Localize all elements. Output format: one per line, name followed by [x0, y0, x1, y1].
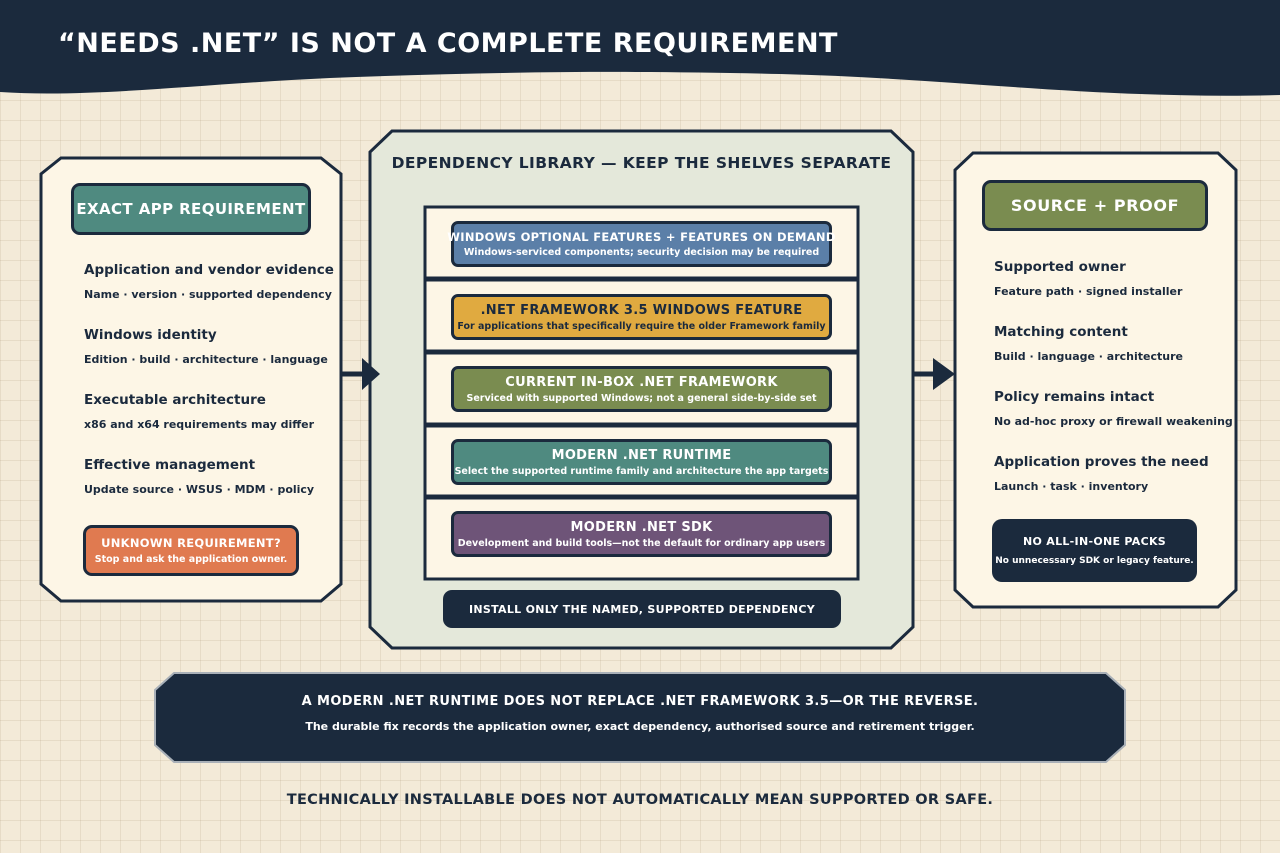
right-item-heading: Policy remains intact [994, 389, 1155, 405]
warning-sub: No unnecessary SDK or legacy feature. [995, 556, 1194, 566]
shelf-title: MODERN .NET SDK [570, 519, 713, 535]
right-item-sub: No ad-hoc proxy or firewall weakening [994, 415, 1233, 428]
right-item-sub: Build · language · architecture [994, 350, 1183, 363]
shelf-desc: For applications that specifically requi… [457, 320, 826, 332]
shelf-title: MODERN .NET RUNTIME [551, 447, 732, 463]
shelf-desc: Select the supported runtime family and … [454, 465, 829, 477]
warning-sub: Stop and ask the application owner. [94, 554, 288, 565]
shelf-desc: Serviced with supported Windows; not a g… [466, 392, 817, 404]
banner-title: A MODERN .NET RUNTIME DOES NOT REPLACE .… [301, 694, 979, 709]
right-item-heading: Supported owner [994, 259, 1126, 275]
unknown-requirement-warning: UNKNOWN REQUIREMENT? Stop and ask the ap… [83, 525, 299, 576]
left-item-heading: Windows identity [84, 327, 217, 343]
warning-title: UNKNOWN REQUIREMENT? [101, 536, 281, 550]
badge-label: EXACT APP REQUIREMENT [76, 200, 306, 218]
shelf-title: CURRENT IN-BOX .NET FRAMEWORK [505, 374, 778, 390]
shelf-current-inbox-framework: CURRENT IN-BOX .NET FRAMEWORK Serviced w… [451, 366, 832, 412]
banner-subtitle: The durable fix records the application … [305, 720, 975, 733]
left-item-heading: Application and vendor evidence [84, 262, 334, 278]
source-proof-badge: SOURCE + PROOF [982, 180, 1208, 231]
shelf-desc: Development and build tools—not the defa… [457, 537, 826, 549]
right-item-sub: Feature path · signed installer [994, 285, 1183, 298]
header-background [0, 0, 1280, 96]
page-title: “NEEDS .NET” IS NOT A COMPLETE REQUIREME… [58, 28, 838, 59]
shelf-net-framework-35: .NET FRAMEWORK 3.5 WINDOWS FEATURE For a… [451, 294, 832, 340]
right-panel [953, 151, 1238, 609]
left-item-sub: Update source · WSUS · MDM · policy [84, 483, 315, 496]
footer-note: TECHNICALLY INSTALLABLE DOES NOT AUTOMAT… [286, 792, 994, 808]
no-all-in-one-packs-warning: NO ALL-IN-ONE PACKS No unnecessary SDK o… [992, 519, 1197, 582]
left-item-sub: Name · version · supported dependency [84, 288, 332, 301]
arrow-left-to-center [341, 358, 380, 390]
left-item-heading: Executable architecture [84, 392, 266, 408]
shelf-modern-net-sdk: MODERN .NET SDK Development and build to… [451, 511, 832, 557]
badge-label: SOURCE + PROOF [1010, 196, 1180, 215]
shelf-windows-optional-features: WINDOWS OPTIONAL FEATURES + FEATURES ON … [447, 221, 835, 267]
left-item-sub: Edition · build · architecture · languag… [84, 353, 328, 366]
dependency-library-heading: DEPENDENCY LIBRARY — KEEP THE SHELVES SE… [391, 154, 892, 172]
right-item-heading: Application proves the need [994, 454, 1209, 470]
left-panel [39, 156, 343, 603]
right-item-heading: Matching content [994, 324, 1128, 340]
arrow-center-to-right [913, 358, 955, 390]
shelf-modern-net-runtime: MODERN .NET RUNTIME Select the supported… [451, 439, 832, 485]
left-item-heading: Effective management [84, 457, 256, 473]
exact-app-requirement-badge: EXACT APP REQUIREMENT [71, 183, 311, 235]
shelf-title: .NET FRAMEWORK 3.5 WINDOWS FEATURE [480, 302, 803, 318]
shelf-title: WINDOWS OPTIONAL FEATURES + FEATURES ON … [447, 230, 836, 244]
left-item-sub: x86 and x64 requirements may differ [84, 418, 315, 431]
install-only-label: INSTALL ONLY THE NAMED, SUPPORTED DEPEND… [468, 602, 816, 616]
warning-title: NO ALL-IN-ONE PACKS [1022, 535, 1167, 548]
install-only-named-footer: INSTALL ONLY THE NAMED, SUPPORTED DEPEND… [443, 590, 841, 628]
shelf-desc: Windows-serviced components; security de… [463, 247, 820, 258]
right-item-sub: Launch · task · inventory [994, 480, 1149, 493]
banner-shape [154, 672, 1126, 763]
